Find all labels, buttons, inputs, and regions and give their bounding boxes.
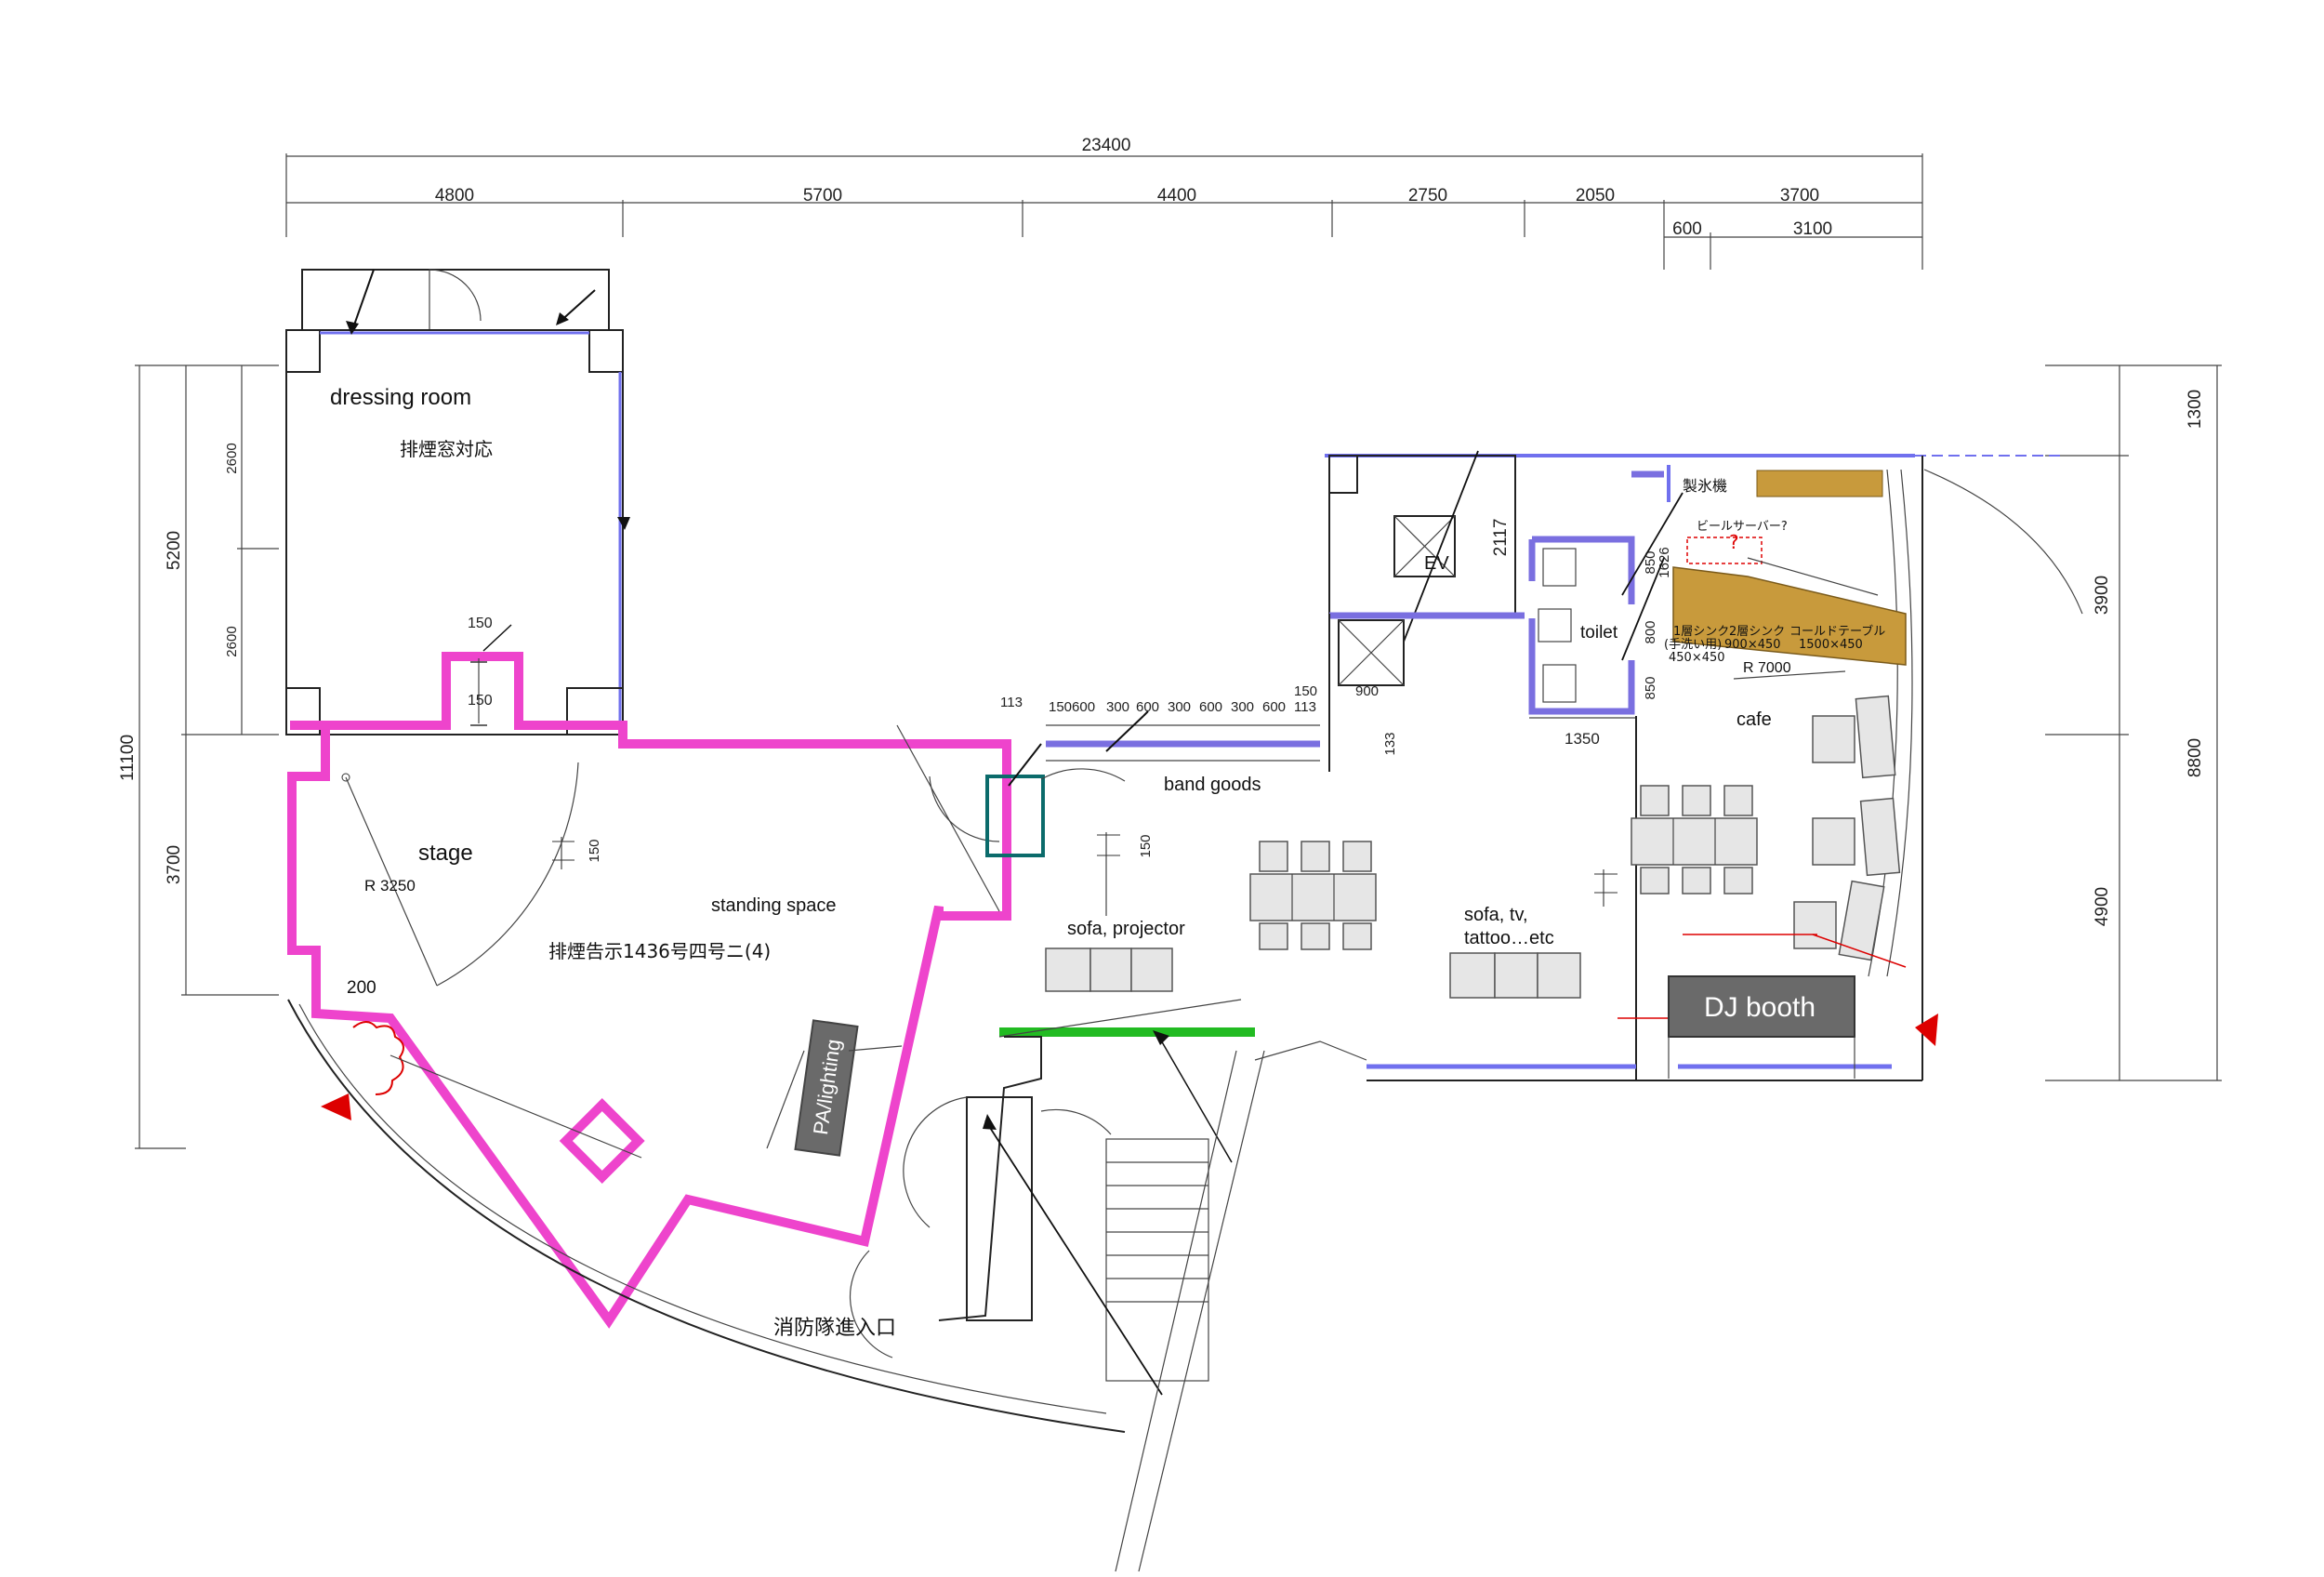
left-dimension-lines: 11100 5200 3700 2600 2600 (118, 364, 279, 1149)
sink2-label-2: 900×450 (1724, 638, 1781, 652)
sofa-tv-label-1: sofa, tv, (1464, 905, 1528, 925)
dressing-room: dressing room 排煙窓対応 (285, 269, 630, 735)
dim-150-d: 150 (1138, 834, 1154, 857)
stair-exit: 消防隊進入口 (773, 1036, 1367, 1572)
sink1-label-2: (手洗い用) (1664, 638, 1722, 652)
fire-entrance-label: 消防隊進入口 (773, 1317, 896, 1340)
dim-150-a: 150 (468, 616, 493, 631)
sofa-tv: sofa, tv, tattoo…etc (1449, 905, 1581, 999)
dim-left-mid-1: 5200 (165, 531, 184, 570)
top-dimension-lines: 23400 4800 5700 4400 2750 2050 3700 600 … (285, 136, 1923, 270)
cold-table-label-1: コールドテーブル (1789, 624, 1885, 639)
right-dimension-lines: 8800 1300 3900 4900 (2045, 364, 2222, 1081)
dim-row-3: 300 (1106, 699, 1129, 715)
dim-150-c: 150 (587, 839, 602, 862)
toilet-label: toilet (1580, 623, 1618, 643)
stage-label: stage (418, 841, 473, 866)
dim-left-mid-2: 3700 (165, 845, 184, 884)
sink1-label-1: 1層シンク (1673, 625, 1729, 639)
dim-row-8: 600 (1262, 699, 1286, 715)
dim-800: 800 (1643, 620, 1658, 643)
pink-partition-walls: 150 150 (287, 616, 1011, 1329)
dim-top-1: 4800 (435, 186, 474, 205)
dim-row-5: 300 (1168, 699, 1191, 715)
ice-machine-label: 製氷機 (1683, 477, 1727, 495)
ice-machine-counter (1756, 470, 1883, 497)
dim-top-6: 3700 (1780, 186, 1819, 205)
band-goods-shelves: 113 150600 300 600 300 600 300 600 113 b… (1000, 695, 1320, 795)
dim-top-4: 2750 (1408, 186, 1447, 205)
dim-850-a: 850 (1643, 550, 1658, 574)
dj-booth-label: DJ booth (1704, 992, 1816, 1023)
curved-facade (287, 999, 1126, 1433)
dim-row-4: 600 (1136, 699, 1159, 715)
cafe-area: 製氷機 ビールサーバー? ? 1層シンク (手洗い用) 450×450 2層シン… (1367, 456, 2083, 1081)
cafe-label: cafe (1736, 709, 1772, 730)
sofa-projector-label: sofa, projector (1067, 919, 1185, 939)
dim-right-outer: 8800 (2185, 738, 2205, 777)
bar-counter (1672, 566, 1907, 666)
dim-900: 900 (1355, 683, 1379, 699)
dim-row-9: 113 (1294, 699, 1316, 715)
dim-row-2: 150600 (1049, 699, 1095, 715)
dim-total: 23400 (1082, 136, 1131, 155)
dressing-room-label: dressing room (330, 385, 471, 410)
service-core: EV 2117 900 133 150 toilet 1350 850 1626… (1294, 450, 2064, 772)
dim-133: 133 (1382, 732, 1398, 755)
smoke-window-label: 排煙窓対応 (400, 438, 493, 460)
toilets: toilet 1350 850 1626 800 850 (1528, 470, 1684, 748)
smoke-notice-label: 排煙告示1436号四号ニ(4) (548, 940, 771, 962)
dim-left-inner-2: 2600 (224, 626, 240, 656)
stage: 150 stage R 3250 200 (341, 762, 602, 998)
sink1-label-3: 450×450 (1669, 651, 1725, 665)
dim-top-5: 2050 (1576, 186, 1615, 205)
pa-lighting-booth: PA/lighting (766, 1019, 903, 1157)
dim-right-1300: 1300 (2185, 390, 2205, 429)
dim-right-4900: 4900 (2093, 887, 2112, 926)
stage-radius: R 3250 (364, 877, 416, 895)
dim-200: 200 (347, 978, 376, 998)
dim-row-7: 300 (1231, 699, 1254, 715)
dim-1350: 1350 (1565, 730, 1600, 748)
dim-sub-2: 3100 (1793, 219, 1832, 239)
dim-150-b: 150 (468, 693, 493, 709)
dj-booth (1668, 975, 1855, 1038)
dim-left-outer: 11100 (118, 735, 138, 781)
entrance-marker-right (1915, 1014, 1938, 1046)
beer-server-label: ビールサーバー? (1697, 520, 1788, 534)
dim-150-e: 150 (1294, 683, 1317, 699)
band-goods-label: band goods (1164, 775, 1261, 795)
dim-850-b: 850 (1643, 676, 1658, 699)
center-table (1249, 841, 1377, 950)
sofa-tv-label-2: tattoo…etc (1464, 928, 1554, 948)
standing-space: standing space 排煙告示1436号四号ニ(4) 150 PA/li… (548, 695, 1581, 1163)
cold-table-label-2: 1500×450 (1799, 638, 1863, 652)
standing-space-label: standing space (711, 895, 837, 916)
dim-sub-1: 600 (1672, 219, 1702, 239)
dim-row-1: 113 (1000, 695, 1023, 710)
dim-top-3: 4400 (1157, 186, 1196, 205)
sink2-label-1: 2層シンク (1729, 625, 1785, 639)
question-label: ? (1729, 531, 1739, 553)
dim-2117: 2117 (1491, 519, 1511, 557)
dim-left-inner-1: 2600 (224, 443, 240, 473)
sofa-projector: sofa, projector (1045, 919, 1185, 992)
radius-7000: R 7000 (1743, 660, 1791, 676)
ev-label: EV (1424, 553, 1449, 574)
dim-1626: 1626 (1657, 547, 1672, 577)
dim-top-2: 5700 (803, 186, 842, 205)
dim-row-6: 600 (1199, 699, 1222, 715)
dim-right-3900: 3900 (2093, 576, 2112, 615)
